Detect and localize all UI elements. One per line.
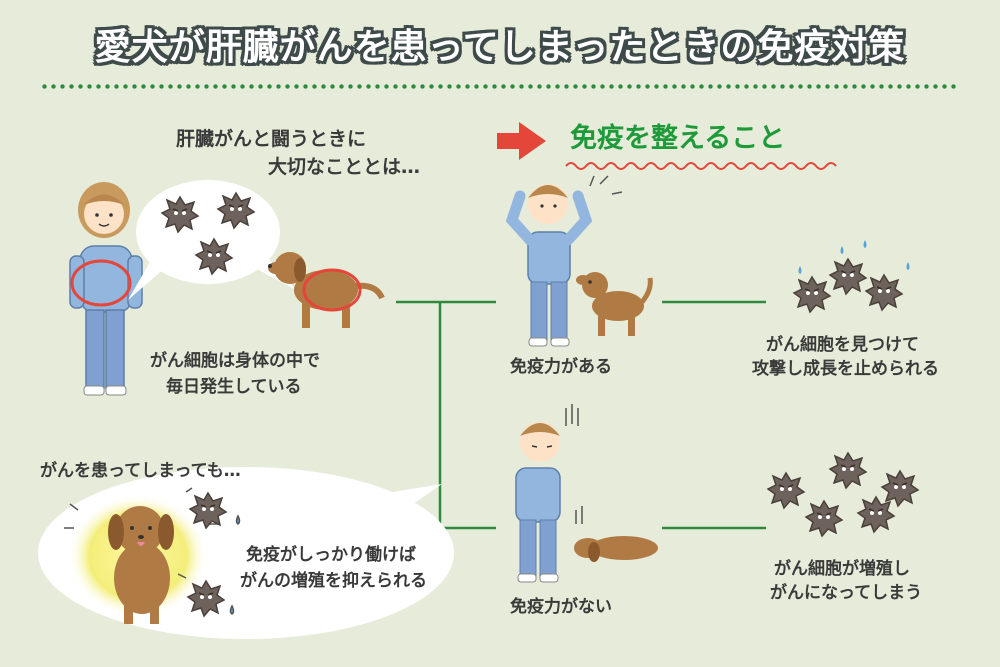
woman-weak-figure (515, 404, 579, 583)
left-caption-line-1: がん細胞は身体の中で (150, 351, 320, 371)
arrow-right-icon (497, 122, 546, 160)
bubble-line-2: がんの増殖を抑えられる (240, 571, 427, 591)
strong-immunity-label: 免疫力がある (510, 357, 612, 377)
headline-answer: 免疫を整えること (570, 123, 786, 154)
weak-immunity-label: 免疫力がない (510, 597, 612, 617)
virus-thought-bubble (128, 180, 296, 300)
intro-line-1: 肝臓がんと闘うときに (176, 128, 367, 150)
page-title: 愛犬が肝臓がんを患ってしまったときの免疫対策 (94, 27, 906, 68)
woman-strong-figure (505, 175, 623, 347)
healthy-dog-bubble (38, 467, 454, 639)
strong-result-line-1: がん細胞を見つけて (766, 335, 919, 355)
woman-figure (69, 182, 143, 396)
dog-strong-figure (576, 272, 653, 336)
headline-underline (565, 162, 837, 170)
intro-line-2: 大切なこととは… (268, 156, 421, 178)
bottom-left-lead: がんを患ってしまっても… (40, 461, 241, 481)
virus-cluster-strong (793, 240, 910, 313)
virus-cluster-weak (767, 452, 919, 537)
branch-connectors (396, 300, 766, 530)
dog-weak-figure (574, 506, 658, 562)
weak-result-line-1: がん細胞が増殖し (774, 559, 910, 579)
weak-result-line-2: がんになってしまう (770, 583, 923, 603)
bubble-line-1: 免疫がしっかり働けば (246, 545, 416, 565)
dog-figure (268, 252, 385, 328)
left-caption-line-2: 毎日発生している (166, 377, 302, 397)
title-divider (40, 84, 960, 89)
strong-result-line-2: 攻撃し成長を止められる (752, 359, 939, 379)
